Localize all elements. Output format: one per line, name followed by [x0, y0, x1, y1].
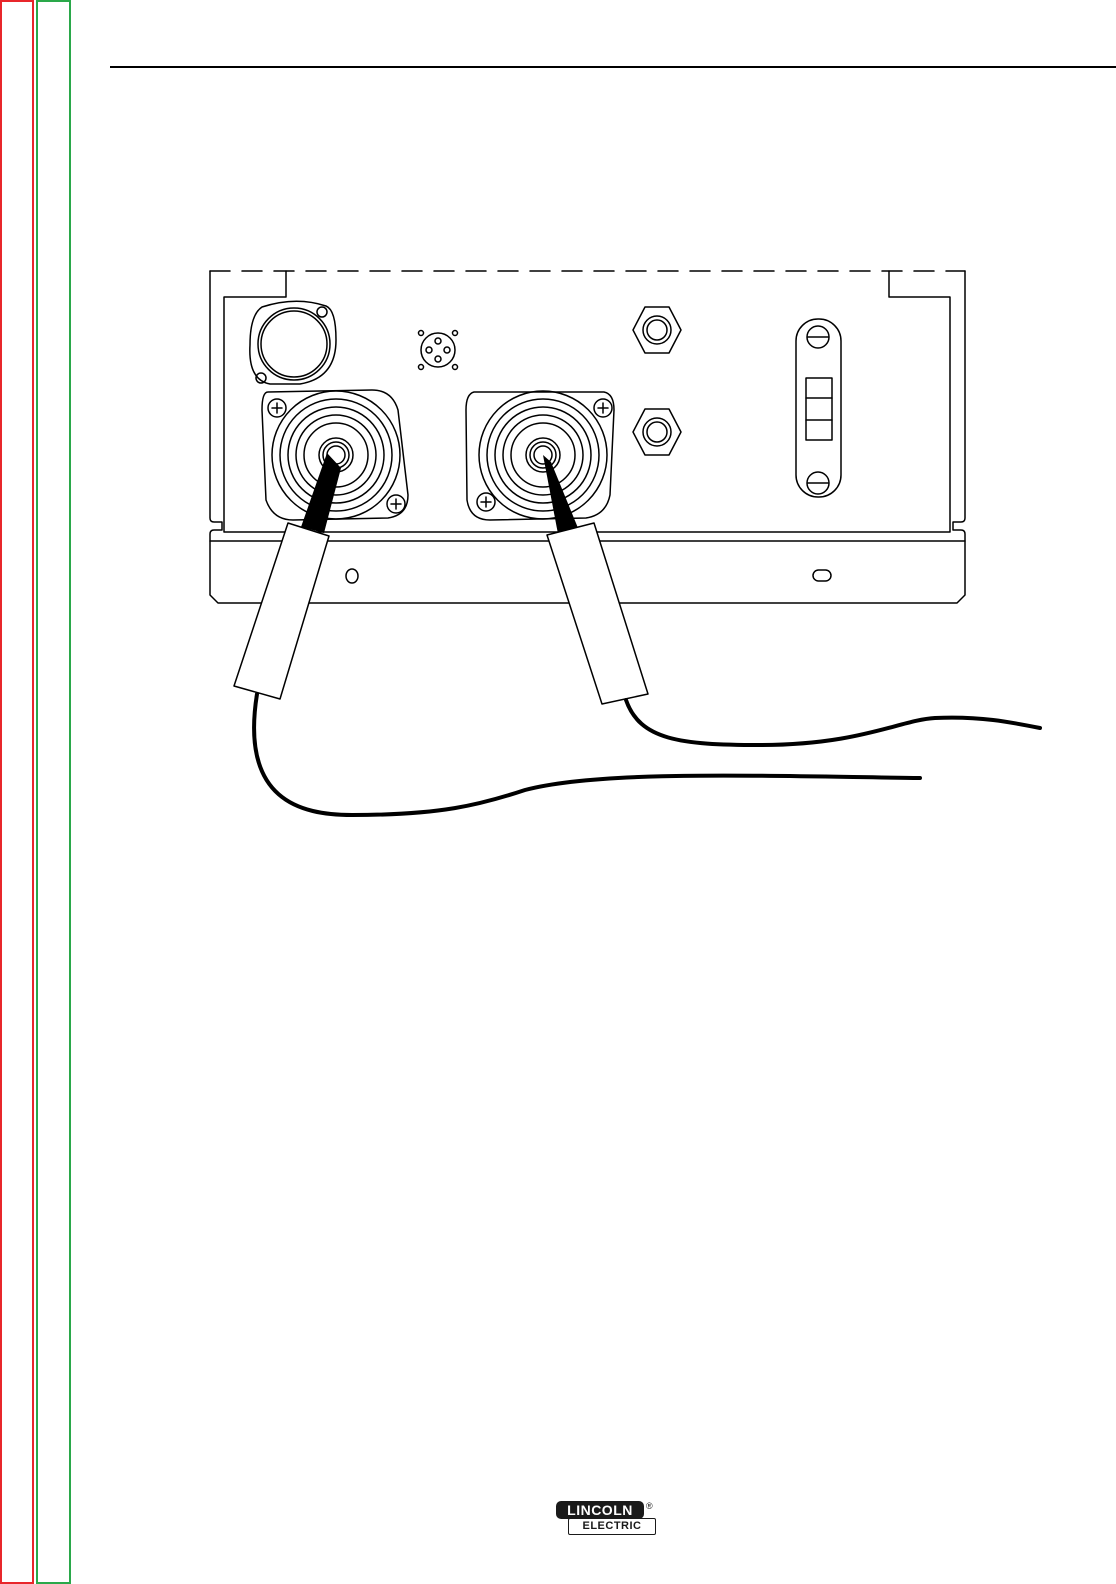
logo-registered-mark: ®	[646, 1501, 653, 1511]
lincoln-electric-logo[interactable]: LINCOLN ELECTRIC ®	[556, 1501, 660, 1535]
probe-handle-right	[547, 523, 648, 704]
stud-nut-lower	[633, 409, 681, 455]
probe-tips	[301, 453, 578, 534]
probe-lead-right	[626, 700, 1040, 745]
four-pin-receptacle	[419, 331, 458, 370]
output-terminal-left	[262, 390, 408, 520]
probe-handle-left	[234, 523, 329, 699]
logo-line2: ELECTRIC	[568, 1518, 656, 1535]
output-terminal-right	[466, 391, 614, 520]
base-hole-left	[346, 569, 358, 583]
stud-nut-upper	[633, 307, 681, 353]
power-switch	[796, 319, 841, 497]
base-slot-right	[813, 570, 831, 581]
probe-lead-left	[254, 694, 920, 815]
round-connector	[250, 301, 336, 384]
logo-line1: LINCOLN	[556, 1501, 644, 1519]
